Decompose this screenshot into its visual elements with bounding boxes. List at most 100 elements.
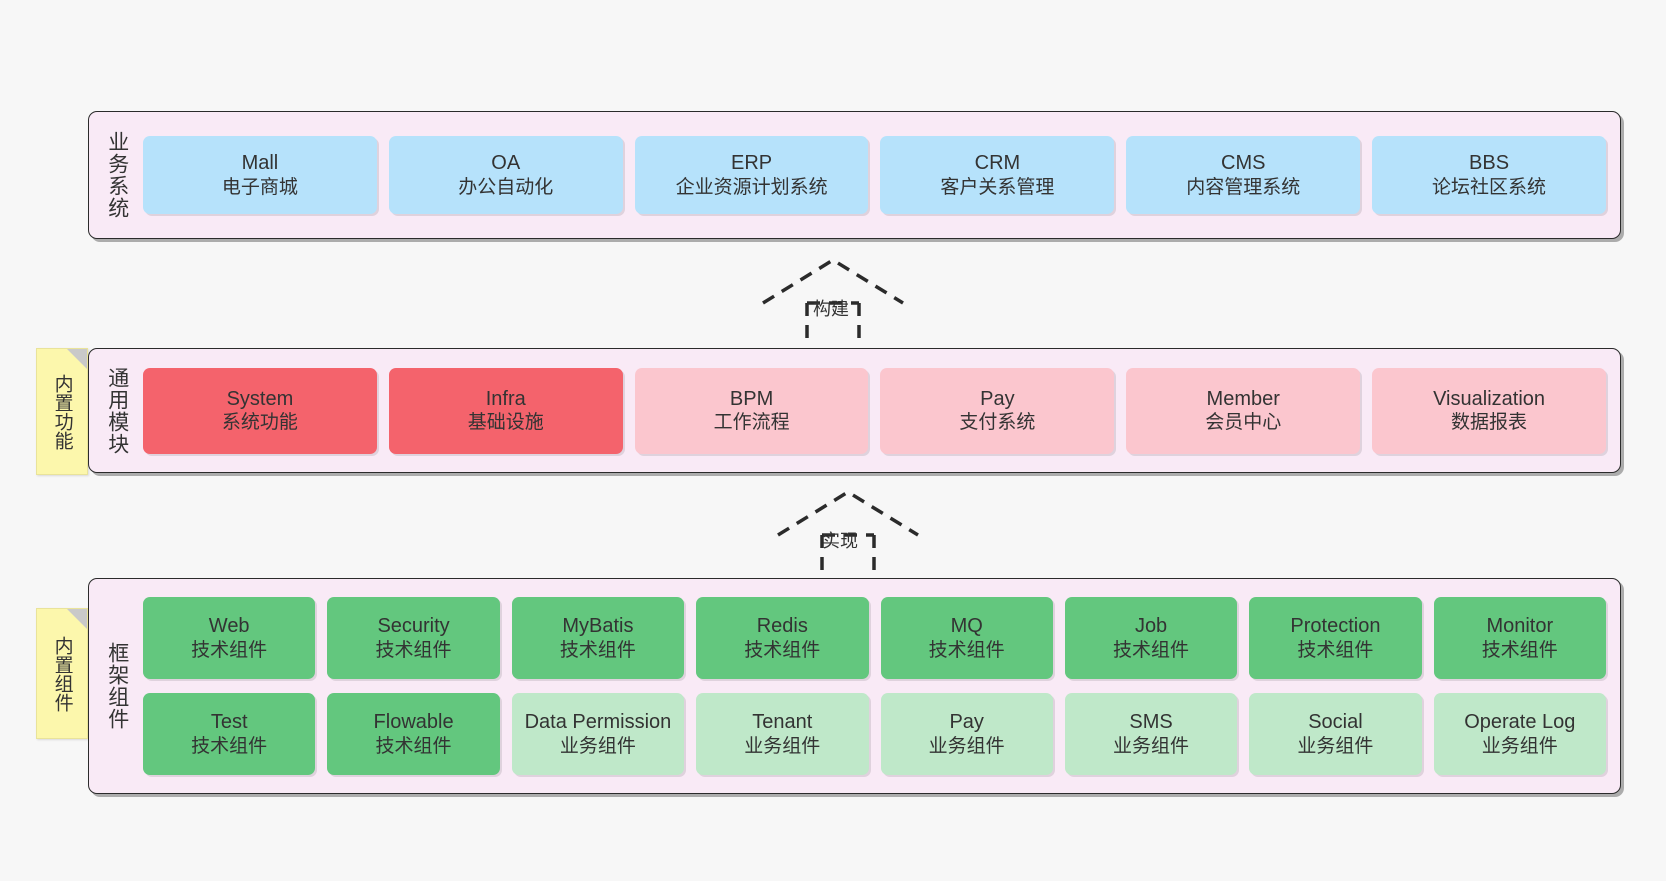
card-cms-en: CMS xyxy=(1221,152,1266,175)
card-erp-en: ERP xyxy=(731,152,773,175)
sticky-note-builtin-features: 内置功能 xyxy=(36,348,88,475)
card-member[interactable]: Member 会员中心 xyxy=(1126,367,1361,454)
sticky-note-builtin-components-label: 内置组件 xyxy=(51,635,73,712)
card-bpm-cn: 工作流程 xyxy=(713,412,790,434)
card-redis[interactable]: Redis 技术组件 xyxy=(696,597,869,679)
card-tenant[interactable]: Tenant 业务组件 xyxy=(696,693,869,775)
connector-build-arrow-icon xyxy=(762,257,904,345)
card-sms[interactable]: SMS 业务组件 xyxy=(1064,693,1238,775)
card-visualization[interactable]: Visualization 数据报表 xyxy=(1372,367,1606,454)
connector-build-label: 构建 xyxy=(813,299,849,319)
card-operate-log-en: Operate Log xyxy=(1464,711,1576,734)
card-test-en: Test xyxy=(210,711,248,734)
sticky-note-builtin-features-label: 内置功能 xyxy=(51,373,73,450)
card-flowable-en: Flowable xyxy=(373,711,454,734)
card-monitor-cn: 技术组件 xyxy=(1481,639,1558,661)
card-member-cn: 会员中心 xyxy=(1205,412,1282,434)
card-redis-en: Redis xyxy=(756,615,808,638)
card-bpm[interactable]: BPM 工作流程 xyxy=(634,367,869,454)
card-social-cn: 业务组件 xyxy=(1297,735,1374,757)
card-cms-cn: 内容管理系统 xyxy=(1186,176,1301,198)
card-pay-module-en: Pay xyxy=(980,387,1015,410)
card-sms-cn: 业务组件 xyxy=(1113,735,1190,757)
sticky-fold-corner-icon xyxy=(67,349,87,369)
layer-title-business: 业务系统 xyxy=(105,131,129,219)
card-data-permission[interactable]: Data Permission 业务组件 xyxy=(511,693,685,775)
card-monitor-en: Monitor xyxy=(1486,615,1554,638)
card-tenant-en: Tenant xyxy=(752,711,813,734)
card-bpm-en: BPM xyxy=(729,387,774,410)
card-job[interactable]: Job 技术组件 xyxy=(1064,597,1238,679)
card-system-en: System xyxy=(226,387,294,410)
card-crm[interactable]: CRM 客户关系管理 xyxy=(880,136,1115,214)
card-bbs-en: BBS xyxy=(1469,152,1510,175)
card-job-cn: 技术组件 xyxy=(1113,639,1190,661)
card-oa[interactable]: OA 办公自动化 xyxy=(388,136,623,214)
card-social-en: Social xyxy=(1308,711,1363,734)
card-member-en: Member xyxy=(1206,387,1280,410)
card-erp-cn: 企业资源计划系统 xyxy=(675,176,828,198)
card-erp[interactable]: ERP 企业资源计划系统 xyxy=(634,136,869,214)
card-mq-en: MQ xyxy=(950,615,983,638)
card-operate-log[interactable]: Operate Log 业务组件 xyxy=(1433,693,1606,775)
card-pay-component[interactable]: Pay 业务组件 xyxy=(880,693,1053,775)
card-mybatis-en: MyBatis xyxy=(562,615,634,638)
card-mall-cn: 电子商城 xyxy=(221,176,298,198)
card-pay-module[interactable]: Pay 支付系统 xyxy=(880,367,1115,454)
sticky-fold-corner-icon xyxy=(67,609,87,629)
layer-framework-components: 框架组件 Web 技术组件 Security 技术组件 MyBatis 技术组件… xyxy=(88,578,1621,794)
card-job-en: Job xyxy=(1134,615,1168,638)
card-test[interactable]: Test 技术组件 xyxy=(143,693,316,775)
layer-title-framework: 框架组件 xyxy=(105,642,129,730)
card-protection-en: Protection xyxy=(1290,615,1381,638)
card-system-cn: 系统功能 xyxy=(221,412,298,434)
layer-business-systems: 业务系统 Mall 电子商城 OA 办公自动化 ERP 企业资源计划系统 CRM… xyxy=(88,111,1621,239)
card-bbs-cn: 论坛社区系统 xyxy=(1432,176,1547,198)
card-operate-log-cn: 业务组件 xyxy=(1481,735,1558,757)
framework-row-technical: Web 技术组件 Security 技术组件 MyBatis 技术组件 Redi… xyxy=(143,597,1606,679)
card-oa-cn: 办公自动化 xyxy=(458,176,554,198)
card-pay-component-cn: 业务组件 xyxy=(928,735,1005,757)
connector-build: 构建 xyxy=(745,255,925,345)
card-pay-module-cn: 支付系统 xyxy=(959,412,1036,434)
card-web[interactable]: Web 技术组件 xyxy=(143,597,316,679)
card-social[interactable]: Social 业务组件 xyxy=(1249,693,1422,775)
card-infra[interactable]: Infra 基础设施 xyxy=(388,367,623,454)
card-web-cn: 技术组件 xyxy=(191,639,268,661)
framework-row-business: Test 技术组件 Flowable 技术组件 Data Permission … xyxy=(143,693,1606,775)
card-mybatis[interactable]: MyBatis 技术组件 xyxy=(511,597,685,679)
card-bbs[interactable]: BBS 论坛社区系统 xyxy=(1372,136,1606,214)
card-security-cn: 技术组件 xyxy=(375,639,452,661)
card-visualization-en: Visualization xyxy=(1433,387,1546,410)
layer-body-framework: Web 技术组件 Security 技术组件 MyBatis 技术组件 Redi… xyxy=(137,579,1620,793)
card-mq-cn: 技术组件 xyxy=(928,639,1005,661)
card-oa-en: OA xyxy=(491,152,521,175)
layer-body-business: Mall 电子商城 OA 办公自动化 ERP 企业资源计划系统 CRM 客户关系… xyxy=(137,112,1620,238)
card-pay-component-en: Pay xyxy=(949,711,984,734)
sticky-note-builtin-components: 内置组件 xyxy=(36,608,88,739)
card-crm-en: CRM xyxy=(974,152,1021,175)
card-test-cn: 技术组件 xyxy=(191,735,268,757)
card-monitor[interactable]: Monitor 技术组件 xyxy=(1433,597,1606,679)
card-protection-cn: 技术组件 xyxy=(1297,639,1374,661)
layer-common-modules: 通用模块 System 系统功能 Infra 基础设施 BPM 工作流程 Pay… xyxy=(88,348,1621,473)
card-flowable[interactable]: Flowable 技术组件 xyxy=(327,693,500,775)
card-mq[interactable]: MQ 技术组件 xyxy=(880,597,1053,679)
connector-implement: 实现 xyxy=(760,487,940,577)
card-system[interactable]: System 系统功能 xyxy=(143,367,377,454)
card-data-permission-cn: 业务组件 xyxy=(559,735,636,757)
card-mall-en: Mall xyxy=(241,152,279,175)
card-cms[interactable]: CMS 内容管理系统 xyxy=(1126,136,1361,214)
card-protection[interactable]: Protection 技术组件 xyxy=(1249,597,1422,679)
card-web-en: Web xyxy=(208,615,250,638)
card-redis-cn: 技术组件 xyxy=(744,639,821,661)
card-crm-cn: 客户关系管理 xyxy=(940,176,1055,198)
card-security[interactable]: Security 技术组件 xyxy=(327,597,500,679)
card-infra-cn: 基础设施 xyxy=(467,412,544,434)
card-mall[interactable]: Mall 电子商城 xyxy=(143,136,377,214)
card-sms-en: SMS xyxy=(1129,711,1173,734)
card-visualization-cn: 数据报表 xyxy=(1451,412,1528,434)
card-flowable-cn: 技术组件 xyxy=(375,735,452,757)
layer-body-modules: System 系统功能 Infra 基础设施 BPM 工作流程 Pay 支付系统… xyxy=(137,349,1620,472)
